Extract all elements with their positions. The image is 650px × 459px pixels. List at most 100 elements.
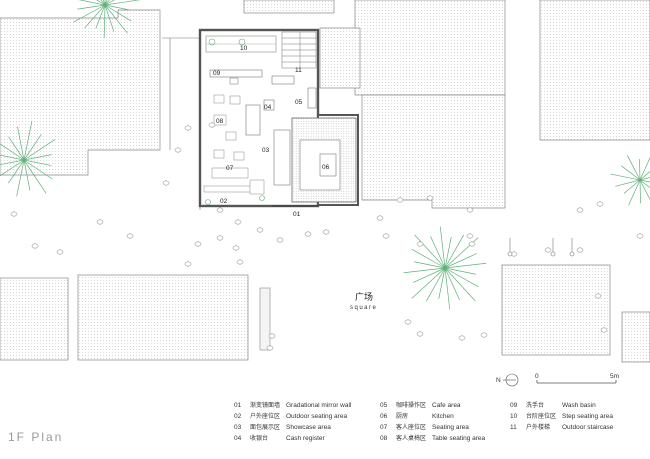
person-figure xyxy=(416,241,424,247)
tree-branch xyxy=(628,179,641,206)
person-figure xyxy=(466,207,474,213)
room-label: 01 xyxy=(293,211,301,218)
legend-en: Cafe area xyxy=(432,402,461,409)
people-figures xyxy=(10,122,644,351)
legend-num: 01 xyxy=(234,402,242,409)
tree-branch xyxy=(639,177,650,181)
tree-branch xyxy=(639,179,641,204)
person-figure xyxy=(304,231,312,237)
person-figure xyxy=(404,319,412,325)
tree-branch xyxy=(621,165,641,181)
tree-branch xyxy=(403,267,446,274)
tree-branch xyxy=(444,267,479,288)
tree-branch xyxy=(411,267,446,299)
tree-branch xyxy=(413,267,446,283)
legend-en: Outdoor staircase xyxy=(562,424,614,431)
tree-branch xyxy=(23,159,47,194)
legend-num: 07 xyxy=(380,424,388,431)
person-figure xyxy=(544,247,552,253)
tree-branch xyxy=(444,262,487,269)
legend-en: Cash register xyxy=(286,435,325,442)
tree-branch xyxy=(610,173,641,181)
street-lamps xyxy=(507,238,575,257)
scale-end: 5m xyxy=(610,373,619,380)
plan-title: 1F Plan xyxy=(8,430,64,444)
person-figure xyxy=(184,261,192,267)
legend-num: 05 xyxy=(380,402,388,409)
room-label: 03 xyxy=(262,147,270,154)
tree-branch xyxy=(438,267,446,299)
tree-branch xyxy=(414,234,446,269)
tree-branch xyxy=(639,157,650,181)
legend-num: 04 xyxy=(234,435,242,442)
trees xyxy=(0,0,650,310)
tree-branch xyxy=(425,267,446,302)
person-figure xyxy=(184,125,192,131)
legend-zh: 面包展示区 xyxy=(250,424,281,431)
tree-branch xyxy=(73,4,106,23)
room-label: 09 xyxy=(213,70,221,77)
tree-branch xyxy=(17,126,25,161)
legend-en: Outdoor seating area xyxy=(286,413,348,420)
person-figure xyxy=(236,259,244,265)
legend-num: 10 xyxy=(510,413,518,420)
person-figure xyxy=(458,335,466,341)
tree-branch xyxy=(104,0,141,6)
legend-item: 03 面包展示区 Showcase area xyxy=(234,424,331,432)
scale-bar: 0 5m xyxy=(535,373,619,384)
person-figure xyxy=(216,207,224,213)
person-figure xyxy=(208,122,216,128)
person-figure xyxy=(466,233,474,239)
tree-branch xyxy=(414,261,446,269)
tree-branch xyxy=(623,179,641,194)
tree-branch xyxy=(23,159,31,191)
room-label: 05 xyxy=(295,99,303,106)
legend-zh: 厨房 xyxy=(396,413,409,420)
person-figure xyxy=(216,235,224,241)
person-figure xyxy=(56,249,64,255)
tree-branch xyxy=(411,248,446,269)
cafe-building xyxy=(198,28,359,208)
legend-zh: 收银台 xyxy=(250,435,269,442)
person-figure xyxy=(426,195,434,201)
tree-branch xyxy=(439,226,446,269)
legend-num: 03 xyxy=(234,424,242,431)
tree-branch xyxy=(444,267,460,300)
tree-branch xyxy=(430,236,446,269)
neighbor-buildings xyxy=(0,0,650,363)
legend-en: Gradational mirror wall xyxy=(286,402,352,409)
north-label: N xyxy=(496,377,501,384)
person-figure xyxy=(232,245,240,251)
legend-en: Table seating area xyxy=(432,435,486,442)
legend-en: Showcase area xyxy=(286,424,331,431)
legend-zh: 渐变镜面墙 xyxy=(250,402,281,409)
legend-en: Wash basin xyxy=(562,402,596,409)
room-labels: 10 11 09 04 05 08 03 07 06 02 01 xyxy=(213,45,330,218)
tree-branch xyxy=(100,0,106,6)
person-figure xyxy=(10,211,18,217)
tree-branch xyxy=(444,267,476,302)
person-figure xyxy=(600,327,608,333)
staircase xyxy=(281,31,317,69)
tree-branch xyxy=(77,4,106,10)
person-figure xyxy=(594,293,602,299)
tree-branch xyxy=(8,136,25,161)
tree-branch xyxy=(104,4,130,11)
tree-branch xyxy=(639,158,641,181)
legend-num: 11 xyxy=(510,424,517,431)
person-figure xyxy=(126,233,134,239)
person-figure xyxy=(596,201,604,207)
tree-branch xyxy=(639,179,650,189)
tree-branch xyxy=(0,159,25,166)
legend-num: 06 xyxy=(380,413,388,420)
person-figure xyxy=(322,229,330,235)
tree-branch xyxy=(0,159,25,177)
person-figure xyxy=(376,215,384,221)
